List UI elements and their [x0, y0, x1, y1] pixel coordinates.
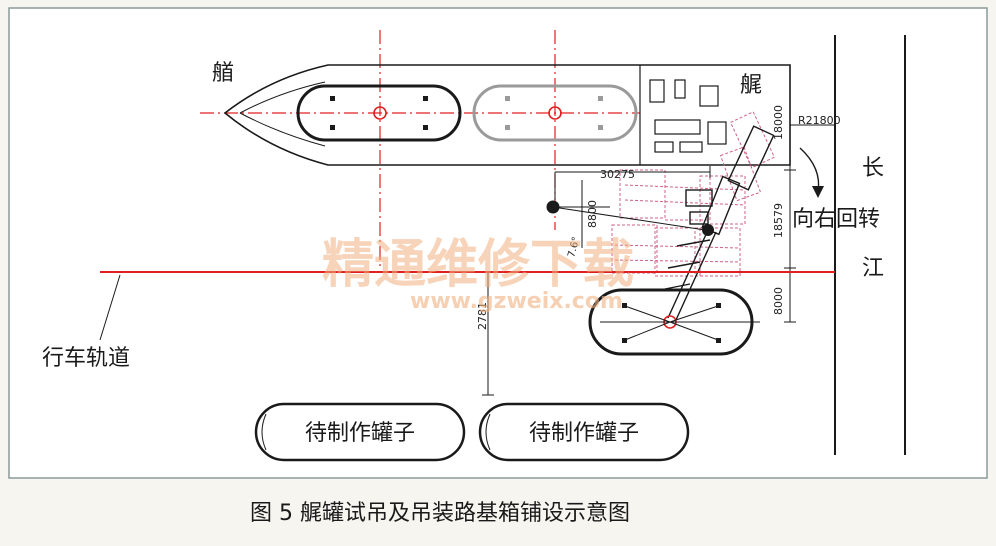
crane-cab	[685, 189, 713, 207]
bow-deck-line	[239, 81, 326, 114]
dim-text-radius: R21800	[798, 114, 841, 127]
stern-tank-lug	[598, 125, 603, 130]
lifted-tank-lug	[716, 303, 721, 308]
dim-text-8000: 8000	[772, 287, 785, 315]
rigging-slings	[600, 305, 740, 341]
crane-pivot	[702, 224, 714, 236]
tank-to-make-2-label: 待制作罐子	[529, 421, 639, 446]
crane-cab-2	[689, 211, 709, 225]
road-mat	[619, 169, 666, 219]
tank-to-make-2	[478, 402, 690, 462]
sling	[669, 321, 719, 341]
stern-tank-lug	[505, 125, 510, 130]
river-label-top: 长	[862, 156, 884, 181]
track-label: 行车轨道	[42, 346, 130, 371]
bow-tank-lug	[423, 96, 428, 101]
stern-label: 艉	[740, 73, 762, 98]
cabin-room	[649, 79, 665, 103]
lifted-tank-lug	[622, 338, 627, 343]
boom-lattice	[676, 239, 711, 247]
rotate-arrow-head	[812, 186, 824, 198]
watermark-main: 精通维修下载	[322, 235, 634, 295]
dim-text-2781: 2781	[476, 302, 489, 330]
bow-deck-line-lower	[239, 112, 326, 147]
river-label-bottom: 江	[862, 256, 884, 281]
bow-tank	[296, 84, 462, 142]
mat-line	[624, 184, 746, 191]
tank-to-make-2-edge	[485, 413, 491, 451]
bow-tank-lug	[330, 125, 335, 130]
crane-boom	[675, 231, 717, 321]
tank-to-make-1-edge	[261, 413, 267, 451]
ship-hull	[223, 64, 791, 166]
mat-line	[624, 199, 746, 206]
lifted-tank-lug	[622, 303, 627, 308]
tank-to-make-1-label: 待制作罐子	[305, 421, 415, 446]
watermark-url: www.gzweix.com	[410, 289, 623, 314]
sling	[624, 321, 671, 341]
dim-text-8800: 8800	[586, 200, 599, 228]
stern-tank-lug	[505, 96, 510, 101]
dimension-lines	[482, 65, 835, 396]
cabin-room	[654, 119, 701, 135]
dim-text-18000: 18000	[772, 105, 785, 140]
cabin-room	[699, 85, 719, 107]
road-mat	[694, 227, 741, 277]
lifted-tank	[588, 288, 754, 356]
dim-text-angle: 7.6°	[566, 236, 582, 259]
cabin-room	[707, 121, 727, 145]
cabin-room	[654, 141, 674, 153]
rotate-label: 向右回转	[792, 207, 880, 232]
sling	[624, 305, 671, 323]
sling	[669, 305, 719, 323]
figure-caption: 图 5 艉罐试吊及吊装路基箱铺设示意图	[250, 501, 630, 526]
tank-to-make-1	[254, 402, 466, 462]
road-mat	[654, 227, 701, 277]
dim-text-30275: 30275	[600, 168, 635, 181]
dim-text-18579: 18579	[772, 203, 785, 238]
bow-label: 艏	[212, 61, 234, 86]
mat-line	[614, 259, 741, 263]
bow-tank-lug	[423, 125, 428, 130]
bow-tank-center	[373, 106, 387, 120]
lift-radius-line	[552, 206, 706, 231]
track-leader	[99, 274, 121, 341]
cabin-room	[674, 79, 686, 99]
crane-boom	[667, 229, 709, 319]
stern-tank-original	[472, 84, 638, 142]
stern-tank-lug	[598, 96, 603, 101]
lifted-tank-lug	[716, 338, 721, 343]
cabin-room	[679, 141, 703, 153]
crane	[659, 125, 775, 321]
bow-tank-lug	[330, 96, 335, 101]
boom-lattice	[667, 261, 701, 269]
stern-tank-center	[548, 106, 562, 120]
